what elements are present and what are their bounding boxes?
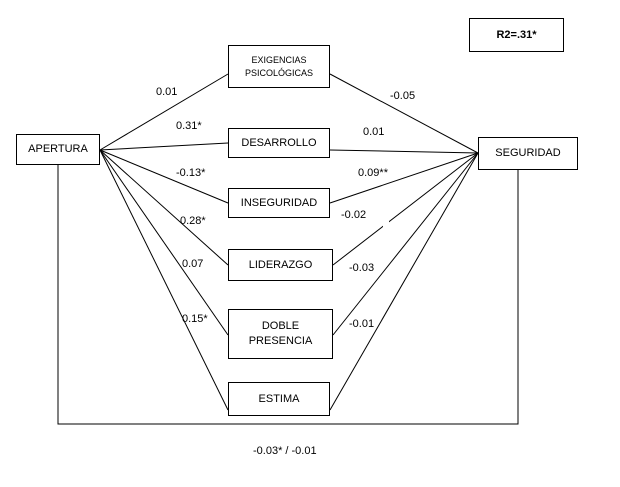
- node-inseguridad-label: INSEGURIDAD: [240, 196, 318, 209]
- coef-b-desarrollo: 0.01: [363, 126, 385, 138]
- node-doble-line2: PRESENCIA: [248, 335, 313, 347]
- node-apertura: APERTURA: [16, 134, 100, 165]
- node-liderazgo-label: LIDERAZGO: [248, 258, 313, 271]
- line-desarrollo-seguridad: [329, 149, 479, 154]
- r2-text: R2=.31*: [496, 28, 537, 41]
- line-apertura-inseguridad: [99, 149, 229, 204]
- line-apertura-exigencias: [99, 73, 229, 151]
- coef-a-liderazgo: 0.28*: [180, 215, 206, 227]
- coef-b-estima: -0.01: [349, 318, 375, 330]
- coef-direct: -0.03* / -0.01: [253, 445, 317, 457]
- coef-a-desarrollo: 0.31*: [176, 120, 202, 132]
- coef-b-exigencias: -0.05: [390, 90, 416, 102]
- line-inseguridad-seguridad: [329, 152, 479, 204]
- node-apertura-label: APERTURA: [28, 143, 88, 155]
- node-liderazgo: LIDERAZGO: [228, 249, 333, 281]
- node-inseguridad: INSEGURIDAD: [228, 188, 330, 218]
- line-estima-seguridad: [329, 152, 479, 411]
- line-liderazgo-seguridad: [332, 152, 479, 266]
- node-exigencias-line1: EXIGENCIAS: [251, 54, 307, 65]
- r2-box: R2=.31*: [469, 18, 564, 52]
- node-desarrollo: DESARROLLO: [228, 128, 330, 158]
- line-exigencias-seguridad: [329, 73, 479, 154]
- coef-a-estima: 0.15*: [182, 313, 208, 325]
- node-seguridad-label: SEGURIDAD: [495, 147, 561, 159]
- node-doble-line1: DOBLE: [261, 320, 300, 332]
- node-estima-label: ESTIMA: [258, 392, 300, 405]
- line-apertura-desarrollo: [99, 142, 229, 151]
- line-apertura-liderazgo: [99, 149, 229, 266]
- node-doble-presencia: DOBLE PRESENCIA: [228, 309, 333, 359]
- line-doble-seguridad: [332, 152, 479, 336]
- node-exigencias: EXIGENCIAS PSICOLÓGICAS: [228, 45, 330, 88]
- node-estima: ESTIMA: [228, 382, 330, 416]
- coef-a-inseguridad: -0.13*: [176, 167, 206, 179]
- coef-b-inseguridad: 0.09**: [358, 167, 388, 179]
- line-apertura-estima: [99, 149, 229, 411]
- coef-b-doble: -0.03: [349, 262, 375, 274]
- node-exigencias-line2: PSICOLÓGICAS: [244, 67, 314, 78]
- node-desarrollo-label: DESARROLLO: [241, 136, 317, 149]
- coef-b-liderazgo: -0.02: [341, 209, 367, 221]
- coef-a-doble: 0.07: [182, 258, 204, 270]
- line-direct-path: [57, 165, 519, 425]
- coef-a-exigencias: 0.01: [156, 86, 178, 98]
- node-seguridad: SEGURIDAD: [478, 137, 578, 170]
- line-apertura-doble: [99, 149, 229, 336]
